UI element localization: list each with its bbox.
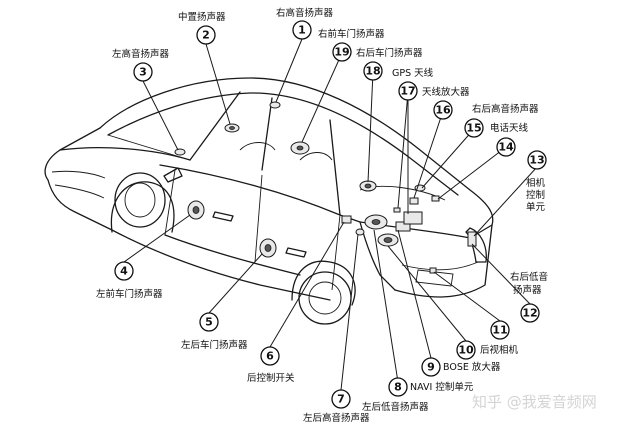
callout-9-number: 9 — [427, 361, 435, 374]
callout-18-number: 18 — [365, 65, 380, 78]
callout-12-label-line2: 扬声器 — [513, 284, 542, 296]
callout-6-number: 6 — [266, 350, 274, 363]
callout-11-number: 11 — [492, 324, 507, 337]
callout-12-circle — [520, 303, 540, 323]
callout-10-circle — [456, 340, 476, 360]
callout-13-circle — [527, 150, 547, 170]
callout-13-number: 13 — [529, 154, 544, 167]
antenna-amp-shape — [409, 197, 419, 205]
callout-4-number: 4 — [120, 265, 128, 278]
callout-19-label: 右前车门扬声器 — [318, 28, 385, 40]
callout-6-circle — [260, 346, 280, 366]
callout-3-label: 左高音扬声器 — [112, 48, 170, 60]
callout-7-number: 7 — [337, 393, 345, 406]
callout-10-number: 10 — [458, 344, 474, 357]
callout-3-number: 3 — [139, 66, 147, 79]
callout-1-number: 1 — [298, 24, 306, 37]
callout-2-circle — [196, 25, 216, 45]
callout-4-label: 左前车门扬声器 — [96, 288, 163, 300]
leader-lines — [123, 38, 538, 391]
tweeter-left-shape — [174, 148, 186, 156]
callout-3-circle — [133, 62, 153, 82]
callout-11-circle — [490, 320, 510, 340]
callout-16-circle — [433, 100, 453, 120]
rear-camera-shape — [429, 267, 437, 274]
rear-left-tweeter-shape — [355, 228, 365, 236]
bose-amp-shape — [403, 211, 423, 225]
callout-4-circle — [114, 261, 134, 281]
callout-5-circle — [199, 312, 219, 332]
callout-8-circle — [388, 377, 408, 397]
callout-16-label: 天线放大器 — [422, 86, 470, 98]
callout-18-label: 右后车门扬声器 — [356, 47, 423, 59]
gps-antenna-shape — [393, 207, 401, 213]
navi-unit-shape — [395, 221, 411, 232]
watermark-text: 知乎 @我爱音频网 — [472, 393, 597, 411]
callout-13-label-line3: 单元 — [526, 201, 546, 213]
callout-1-label: 右高音扬声器 — [276, 7, 334, 19]
callout-19-number: 19 — [334, 46, 349, 59]
callout-15-number: 15 — [466, 122, 481, 135]
component-shapes — [174, 101, 477, 274]
callout-1-circle — [292, 20, 312, 40]
rear-woofer-left-label: 左后低音扬声器 — [362, 401, 429, 413]
callout-14-circle — [496, 137, 516, 157]
callout-19-circle — [332, 42, 352, 62]
callout-14-label: 电话天线 — [490, 122, 529, 134]
callout-9-label: BOSE 放大器 — [443, 361, 501, 373]
callout-14-number: 14 — [498, 141, 514, 154]
callout-12-number: 12 — [522, 307, 537, 320]
callout-8-number: 8 — [394, 381, 402, 394]
callout-15-circle — [464, 118, 484, 138]
callout-18-circle — [363, 61, 383, 81]
callout-16-number: 16 — [435, 104, 451, 117]
callout-5-number: 5 — [205, 316, 213, 329]
callout-13-label-line1: 相机 — [526, 177, 546, 189]
car-body — [44, 77, 494, 325]
callout-12-label-line1: 右后低音 — [510, 271, 548, 283]
callout-5-label: 左后车门扬声器 — [181, 339, 248, 351]
callout-7-label: 左后高音扬声器 — [303, 412, 370, 424]
callout-6-label: 后控制开关 — [247, 372, 295, 384]
callout-8-label: NAVI 控制单元 — [410, 381, 474, 393]
callout-2-label: 中置扬声器 — [178, 11, 226, 23]
callout-17-number: 17 — [400, 85, 415, 98]
callout-13-label-line2: 控制 — [526, 189, 545, 201]
callout-2-number: 2 — [202, 29, 210, 42]
callouts: 1 右高音扬声器 2 中置扬声器 3 左高音扬声器 4 左前车门扬声器 5 左后… — [96, 7, 548, 424]
callout-7-circle — [331, 389, 351, 409]
callout-17-circle — [398, 81, 418, 101]
rear-switch-shape — [341, 215, 352, 224]
callout-10-label: 后视相机 — [480, 344, 519, 356]
tweeter-right-shape — [269, 101, 281, 109]
callout-15-label: 右后高音扬声器 — [472, 103, 539, 115]
callout-17-label: GPS 天线 — [392, 67, 434, 79]
camera-unit-shape — [467, 231, 477, 247]
callout-9-circle — [421, 357, 441, 377]
